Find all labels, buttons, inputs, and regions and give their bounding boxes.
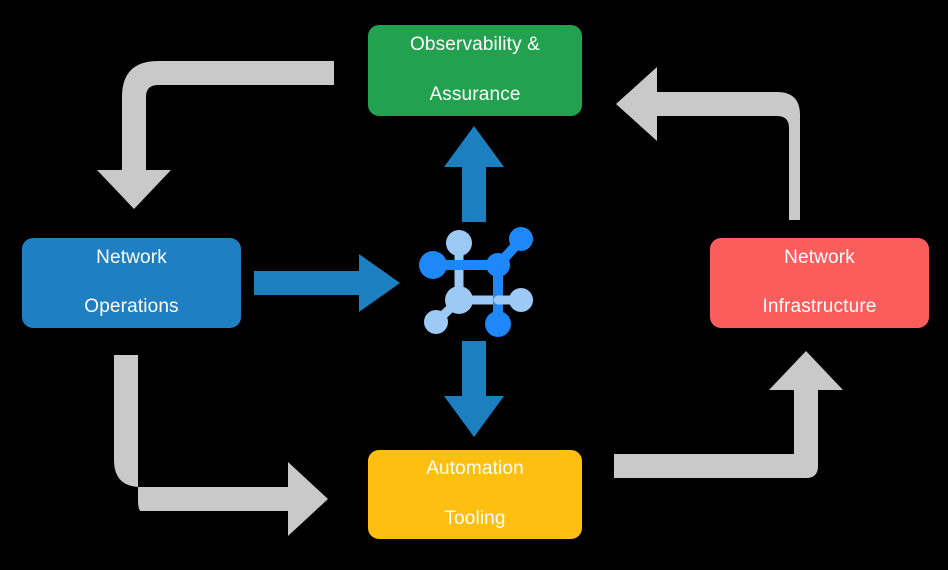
- arrow-center-to-observability: [444, 126, 504, 222]
- connector-observability-to-operations: [97, 61, 334, 209]
- connector-automation-to-infrastructure: [614, 351, 843, 478]
- node-observability-label: Observability &Assurance: [409, 34, 541, 105]
- node-observability-assurance[interactable]: Observability &Assurance: [368, 25, 582, 116]
- connector-operations-to-automation: [114, 355, 328, 536]
- network-icon-nodes: [419, 227, 533, 337]
- arrow-center-to-automation: [444, 341, 504, 437]
- network-icon-edges: [428, 235, 526, 329]
- connector-infrastructure-to-observability: [616, 67, 800, 220]
- arrow-operations-to-center: [254, 254, 400, 312]
